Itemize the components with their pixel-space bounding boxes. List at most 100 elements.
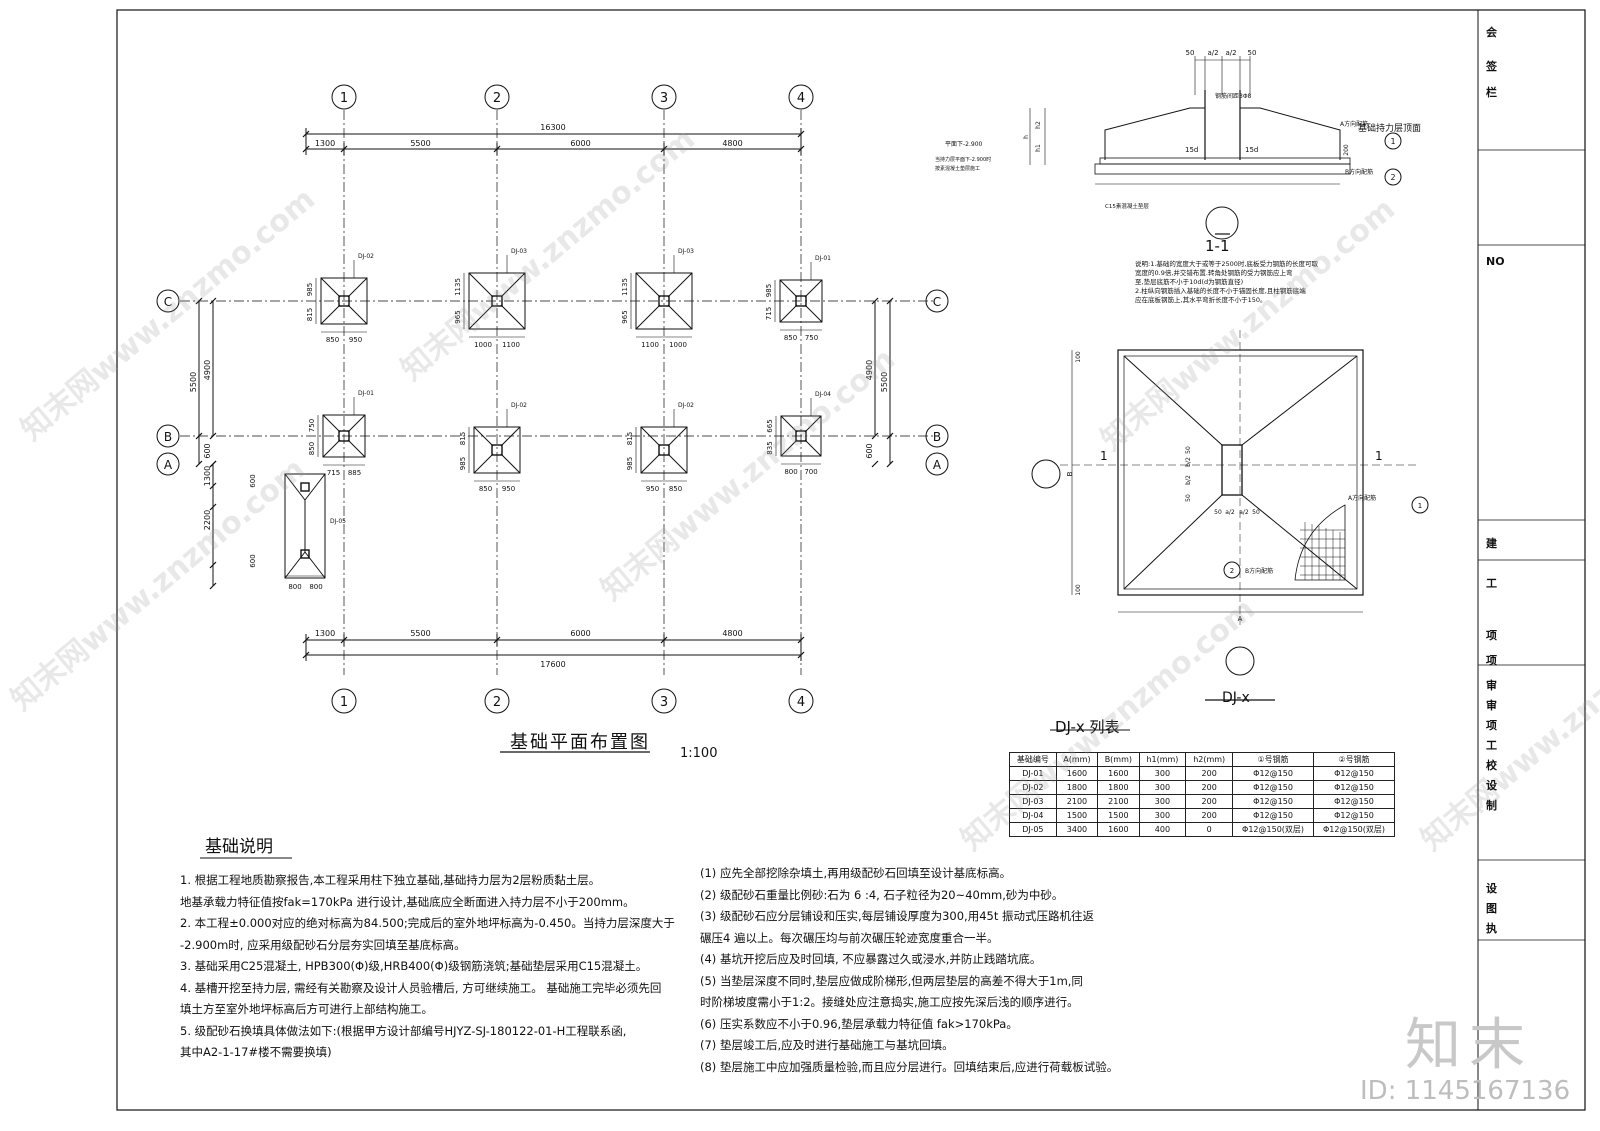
footing-label: DJ-02 [678,402,694,409]
dim-text: 50 [1186,49,1195,57]
column-outline [300,549,310,559]
axis-label: 2 [493,695,501,710]
axis-label: 1 [340,695,348,710]
axis-bubble-bottom [484,688,510,714]
footing-outline [640,426,688,474]
table-cell: Φ12@150 [1313,794,1395,809]
table-cell: 200 [1185,794,1234,809]
footing-slope [322,439,341,458]
footing-dim: 750 [805,334,818,342]
footing-slope [347,277,368,298]
column-outline [658,444,670,456]
dim-tick [209,432,217,440]
footing-dim: 950 [646,485,659,493]
djx-label: B方向配筋 [1245,567,1273,575]
plan-scale: 1:100 [680,746,718,761]
djx-dim: b/2 [1185,475,1192,485]
footing-slope [804,304,823,323]
axis-label: 4 [797,91,805,106]
dim-tick [797,145,805,153]
footing-dim: 850 [326,336,339,344]
table-cell: 1800 [1097,780,1140,795]
column-outline [491,295,503,307]
note-line: (3) 级配砂石应分层铺设和压实,每层铺设厚度为300,用45t 振动式压路机往… [700,909,1095,923]
note-line: 1. 根据工程地质勘察报告,本工程采用柱下独立基础,基础持力层为2层粉质黏土层。 [180,873,601,887]
title-block-cell: 审 [1486,699,1497,712]
dim-tick [195,297,203,305]
footing-dim: 985 [459,457,467,470]
djx-inner [1123,355,1358,590]
footing-slope [804,279,823,298]
section-elev: 当持力层平面下-2.900时 [935,156,991,163]
notes-title: 基础说明 [205,837,273,857]
footing-profile [1104,107,1205,160]
axis-label: C [933,295,941,309]
note-line: 4. 基槽开挖至持力层, 需经有关勘察及设计人员验槽后, 方可继续施工。 基础施… [180,980,662,995]
djx-axis-circle [1225,646,1255,676]
footing-outline [322,414,366,458]
marker-circle [1223,561,1241,579]
dim-tick [493,145,501,153]
footing-profile [1240,107,1341,160]
footing-dim: 1135 [621,278,629,296]
djx-dim: a/2 [1225,509,1235,516]
note-line: (8) 垫层施工中应加强质量检验,而且应分层进行。回填结束后,应进行荷载板试验。 [700,1059,1119,1074]
section-label: h2 [1035,121,1042,129]
section-label: 钢筋间距3Φ8 [1215,92,1252,100]
dim-tick [209,561,217,569]
footing-slope [640,453,661,474]
dim-text: 4900 [865,360,874,380]
marker-circle [1411,496,1429,514]
footing-dim: 1000 [669,341,687,349]
footing-label: DJ-04 [815,391,831,398]
dim-text: 1300 [203,466,212,486]
table-cell: 1600 [1097,822,1140,837]
djx-dim: 50 [1214,509,1222,516]
rebar-zone [1294,504,1346,581]
axis-bubble-bottom [651,688,677,714]
marker-label: 2 [1390,173,1395,182]
axis-bubble-bottom [788,688,814,714]
section-note: 说明:1.基础的宽度大于或等于2500时,底板受力钢筋的长度可取 [1135,260,1318,268]
table-cell: 1500 [1097,808,1140,823]
table-cell: 0 [1185,822,1234,837]
dim-tick [797,651,805,659]
table-header-cell: h2(mm) [1185,752,1234,767]
table-cell: 300 [1138,766,1187,781]
dim-tick [886,432,894,440]
table-cell: 200 [1185,766,1234,781]
djx-title: DJ-x [1222,690,1250,706]
table-header-cell: ①号钢筋 [1232,752,1315,767]
djx-dim: 100 [1075,351,1082,363]
title-block-cell: 工 [1486,739,1497,752]
table-cell: Φ12@150 [1313,808,1395,823]
footing-outline [320,277,368,325]
note-line: (2) 级配砂石重量比例砂:石为 6 :4, 石子粒径为20~40mm,砂为中砂… [700,887,1064,902]
footing-slope [635,272,661,298]
footing-dim: 800 [309,583,322,591]
dim-tick [302,651,310,659]
note-line: 碾压4 遍以上。每次碾压均与前次碾压轮迹宽度重合一半。 [700,930,999,945]
footing-outline [780,415,822,457]
footing-slope [304,473,326,501]
table-cell: Φ12@150 [1232,780,1315,795]
title-block-cell: 工 [1486,577,1497,590]
footing-slope [500,304,526,330]
dim-text: 50 [1248,49,1257,57]
table-cell: Φ12@150 [1232,808,1315,823]
dim-tick [871,460,879,468]
table-header-cell: B(mm) [1097,752,1140,767]
title-block-cell: 项 [1486,654,1497,667]
djx-cut-label: 1 [1375,449,1383,463]
marker-label: 2 [1230,567,1234,575]
title-block-cell: 校 [1486,759,1497,772]
djx-dim: 50 [1185,494,1192,502]
footing-dim: 800 [784,468,797,476]
axis-bubble-top [651,84,677,110]
dim-tick [871,297,879,305]
footing-dim: 985 [765,284,773,297]
djx-outline [1117,349,1364,596]
column-outline [491,444,503,456]
title-block-cell: 图 [1486,902,1497,915]
